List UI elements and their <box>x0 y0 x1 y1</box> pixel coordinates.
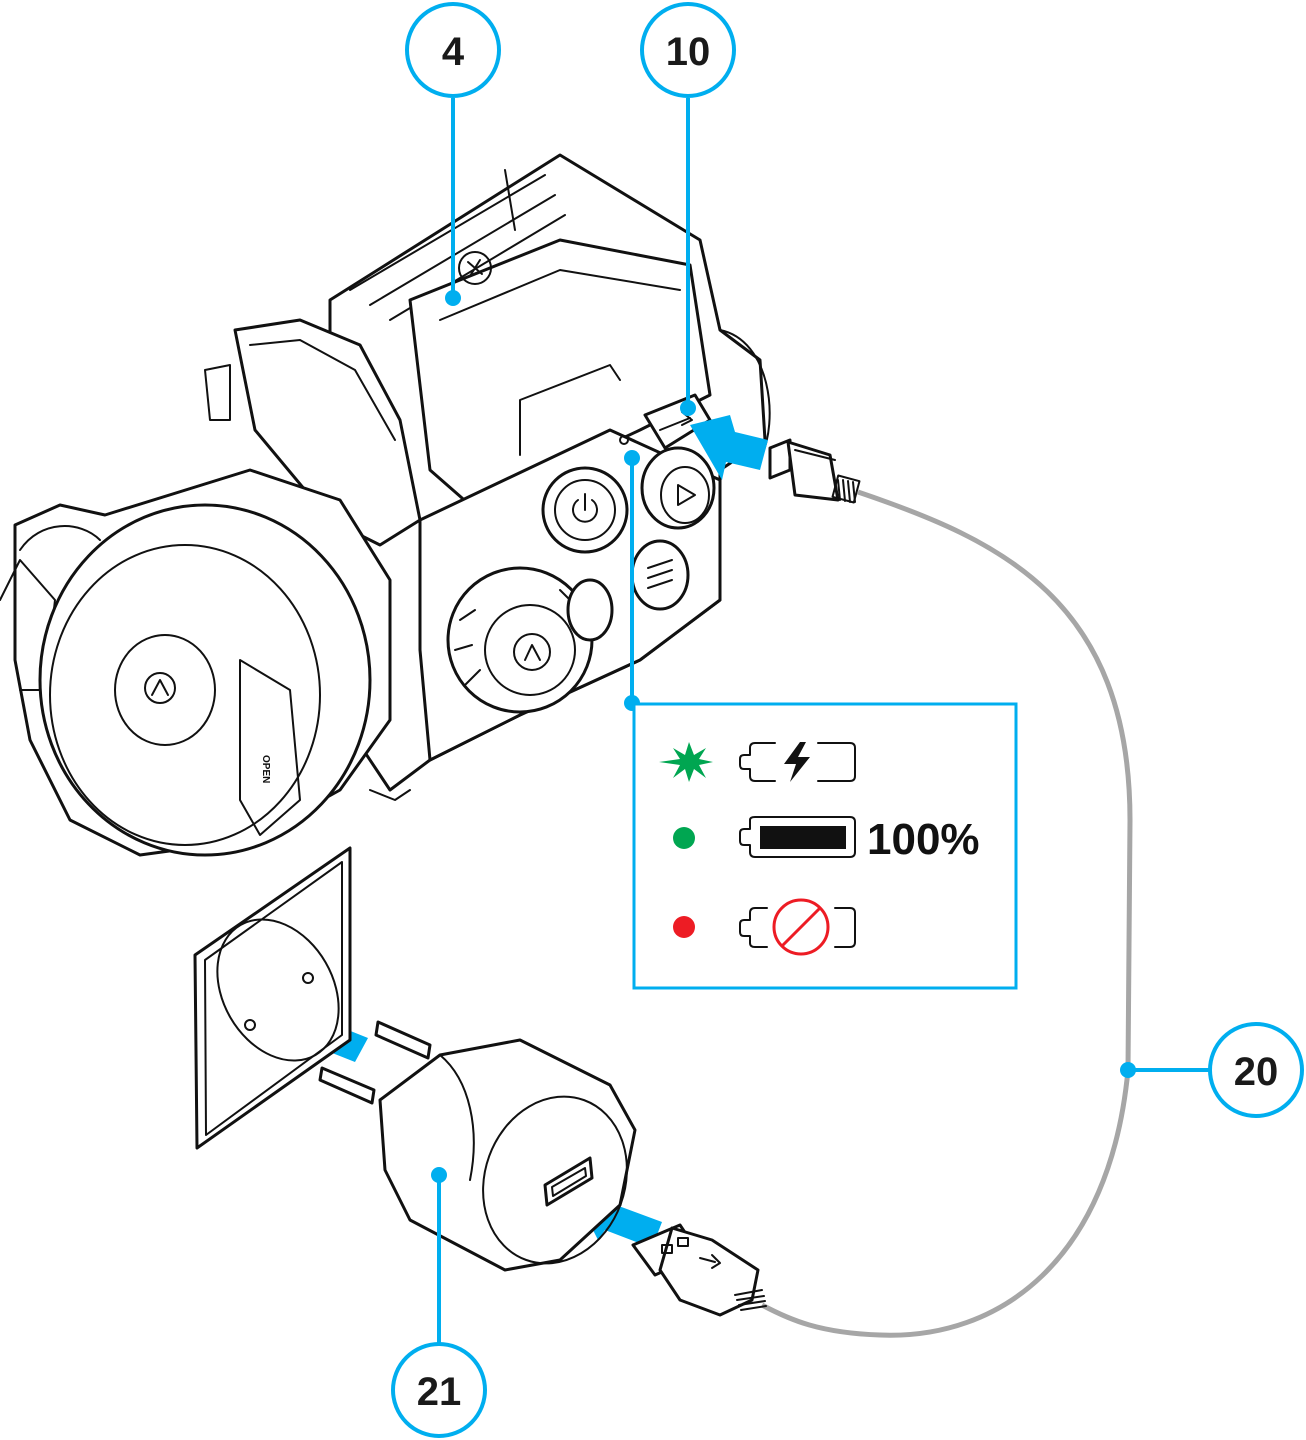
eyecup: OPEN <box>0 468 392 857</box>
device-body: OPEN <box>0 153 771 857</box>
usb-cable <box>631 438 1133 1338</box>
charge-led <box>619 435 629 445</box>
focus-knob <box>446 566 614 714</box>
battery-charging-icon <box>739 742 856 782</box>
callout-4: 4 <box>405 2 501 306</box>
svg-text:OPEN: OPEN <box>260 755 271 783</box>
charge-indicator-legend: 100% <box>624 450 1018 990</box>
power-button <box>541 466 629 554</box>
callout-10: 10 <box>640 2 736 416</box>
led-flashing-green-icon <box>659 742 713 782</box>
legend-row-full: 100% <box>673 815 980 864</box>
arrow-to-usb-port <box>690 415 768 480</box>
micro-usb-plug <box>768 438 861 504</box>
battery-full-icon <box>739 816 856 858</box>
network-adapter <box>318 1020 637 1272</box>
cable-wire <box>760 489 1133 1338</box>
usb-a-plug <box>631 1223 767 1317</box>
up-button <box>640 446 716 530</box>
callout-20: 20 <box>1120 1022 1304 1118</box>
callout-21: 21 <box>391 1167 487 1438</box>
led-green-icon <box>673 827 695 849</box>
battery-error-icon <box>739 898 856 956</box>
legend-row-charging <box>659 742 856 782</box>
callout-21-label: 21 <box>417 1370 462 1414</box>
wall-socket <box>193 846 352 1150</box>
callout-20-label: 20 <box>1234 1050 1279 1094</box>
legend-row-error <box>673 898 856 956</box>
callout-4-label: 4 <box>442 30 465 74</box>
callout-10-label: 10 <box>666 30 711 74</box>
led-red-icon <box>673 916 695 938</box>
menu-button <box>630 539 690 611</box>
full-charge-percent: 100% <box>867 815 980 864</box>
battery-pack <box>408 238 712 507</box>
